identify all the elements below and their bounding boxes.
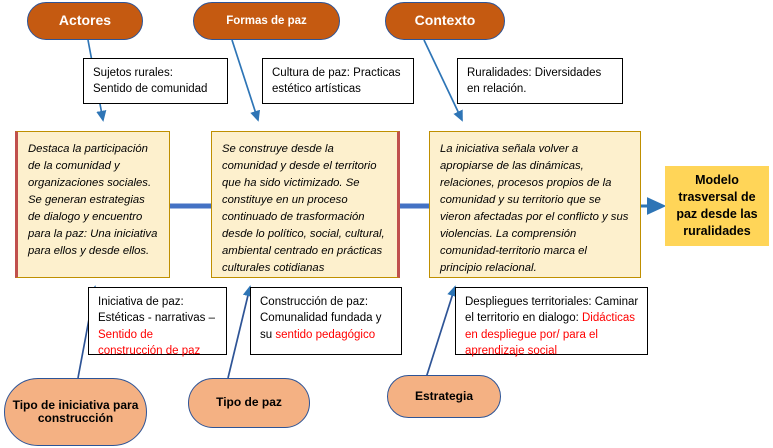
note-construccion-de-paz-line1: Construcción de paz: bbox=[260, 296, 369, 308]
note-iniciativa-de-paz: Iniciativa de paz: Estéticas - narrativa… bbox=[88, 287, 227, 357]
note-construccion-de-paz-prefix: su bbox=[260, 328, 276, 341]
note-cultura-de-paz-line2: estético artísticas bbox=[272, 83, 361, 96]
node-contexto-label: Contexto bbox=[414, 12, 476, 29]
note-despliegues-line1: Despliegues territoriales: Caminar bbox=[465, 296, 639, 308]
main-box-participacion-text: Destaca la participación de la comunidad… bbox=[28, 143, 158, 257]
main-box-iniciativa-dinamicas-text: La iniciativa señala volver a apropiarse… bbox=[440, 143, 629, 274]
result-box-modelo-trasversal: Modelo trasversal de paz desde las rural… bbox=[665, 166, 769, 246]
note-despliegues-territoriales: Despliegues territoriales: Caminar el te… bbox=[455, 287, 648, 357]
note-despliegues-line4: aprendizaje social bbox=[465, 344, 558, 357]
note-sujetos-rurales: Sujetos rurales: Sentido de comunidad bbox=[83, 58, 228, 104]
note-iniciativa-de-paz-line2: Estéticas - narrativas – bbox=[98, 312, 215, 325]
node-formas-de-paz[interactable]: Formas de paz bbox=[193, 2, 340, 40]
note-construccion-de-paz-line3: su sentido pedagógico bbox=[260, 327, 393, 343]
arrow-formas-to-box2 bbox=[231, 39, 261, 122]
note-sujetos-rurales-line1: Sujetos rurales: bbox=[93, 67, 173, 79]
note-despliegues-highlight1: Didácticas bbox=[581, 312, 636, 325]
main-box-construccion-territorio-text: Se construye desde la comunidad y desde … bbox=[222, 143, 385, 274]
note-sujetos-rurales-line2: Sentido de comunidad bbox=[93, 83, 208, 96]
note-ruralidades-line2: en relación. bbox=[467, 83, 527, 96]
node-actores-label: Actores bbox=[58, 12, 112, 29]
note-construccion-de-paz: Construcción de paz: Comunalidad fundada… bbox=[250, 287, 402, 355]
node-contexto[interactable]: Contexto bbox=[385, 2, 505, 40]
node-tipo-de-iniciativa[interactable]: Tipo de iniciativa para construcción bbox=[4, 378, 147, 446]
note-iniciativa-de-paz-line4: construcción de paz bbox=[98, 344, 201, 357]
node-formas-de-paz-label: Formas de paz bbox=[226, 14, 307, 27]
arrow-tipo-paz-to-box2 bbox=[227, 285, 253, 379]
note-construccion-de-paz-line2: Comunalidad fundada y bbox=[260, 312, 382, 325]
note-construccion-de-paz-highlight: sentido pedagógico bbox=[275, 328, 376, 341]
result-box-label: Modelo trasversal de paz desde las rural… bbox=[676, 173, 758, 238]
note-ruralidades-line1: Ruralidades: Diversidades bbox=[467, 67, 602, 79]
note-cultura-de-paz-line1: Cultura de paz: Practicas bbox=[272, 67, 401, 79]
node-tipo-de-paz[interactable]: Tipo de paz bbox=[188, 378, 310, 428]
note-iniciativa-de-paz-line1: Iniciativa de paz: bbox=[98, 296, 184, 308]
node-tipo-de-iniciativa-label: Tipo de iniciativa para construcción bbox=[12, 397, 139, 425]
note-cultura-de-paz: Cultura de paz: Practicas estético artís… bbox=[262, 58, 414, 104]
arrow-estrategia-to-box3 bbox=[425, 285, 458, 379]
node-tipo-de-paz-label: Tipo de paz bbox=[216, 395, 282, 410]
node-estrategia-label: Estrategia bbox=[414, 388, 474, 403]
main-box-participacion: Destaca la participación de la comunidad… bbox=[15, 131, 170, 278]
note-despliegues-prefix: el territorio en dialogo: bbox=[465, 312, 582, 325]
main-box-iniciativa-dinamicas: La iniciativa señala volver a apropiarse… bbox=[429, 131, 641, 278]
note-iniciativa-de-paz-line3: Sentido de bbox=[98, 328, 153, 341]
node-estrategia[interactable]: Estrategia bbox=[387, 375, 501, 418]
note-despliegues-line3: en despliegue por/ para el bbox=[465, 328, 598, 341]
note-despliegues-line2: el territorio en dialogo: Didácticas bbox=[465, 310, 639, 326]
main-box-construccion-territorio: Se construye desde la comunidad y desde … bbox=[211, 131, 400, 278]
node-actores[interactable]: Actores bbox=[27, 2, 143, 40]
note-ruralidades: Ruralidades: Diversidades en relación. bbox=[457, 58, 623, 104]
